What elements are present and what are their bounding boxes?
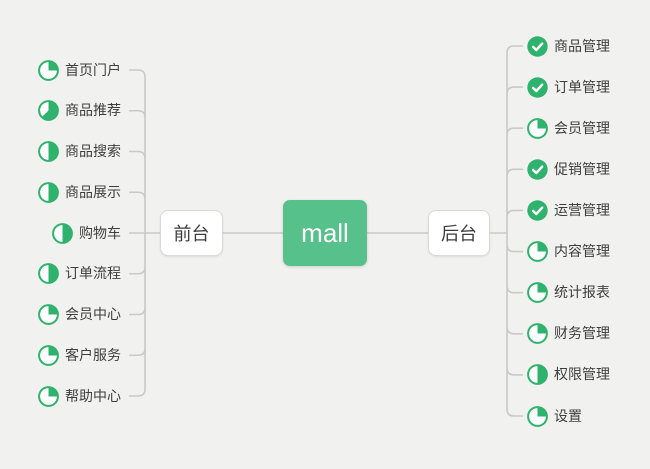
topic-item[interactable]: 客户服务 (38, 344, 121, 366)
topic-item[interactable]: 统计报表 (527, 282, 610, 304)
pie-progress-icon (38, 181, 59, 203)
pie-progress-icon (38, 100, 59, 122)
topic-item[interactable]: 运营管理 (527, 200, 610, 221)
topic-label: 统计报表 (554, 284, 610, 301)
topic-label: 设置 (554, 407, 582, 424)
pie-progress-icon (527, 405, 548, 427)
branch-label-frontend: 前台 (173, 224, 210, 244)
topic-label: 商品推荐 (65, 102, 121, 119)
topic-label: 订单流程 (65, 265, 121, 282)
topic-label: 购物车 (79, 224, 121, 241)
topic-item[interactable]: 订单管理 (527, 76, 610, 98)
topic-item[interactable]: 首页门户 (38, 59, 121, 81)
topic-label: 会员中心 (65, 306, 121, 322)
topic-label: 促销管理 (554, 160, 610, 177)
pie-progress-icon (52, 222, 73, 244)
branch-node-frontend[interactable]: 前台 (160, 210, 223, 256)
topic-label: 首页门户 (65, 61, 121, 78)
topic-label: 客户服务 (65, 346, 121, 363)
topic-label: 订单管理 (554, 78, 610, 95)
topic-item[interactable]: 商品展示 (38, 181, 121, 203)
root-node-mall[interactable]: mall (283, 200, 367, 266)
pie-progress-icon (38, 385, 59, 407)
topic-item[interactable]: 商品搜索 (38, 141, 121, 162)
topic-item[interactable]: 商品管理 (527, 35, 610, 57)
topic-item[interactable]: 会员管理 (527, 117, 610, 139)
pie-progress-icon (527, 241, 548, 262)
topic-item[interactable]: 设置 (527, 405, 582, 427)
branch-label-backend: 后台 (441, 224, 477, 244)
pie-progress-icon (38, 263, 59, 285)
check-circle-icon (527, 200, 548, 221)
topic-item[interactable]: 会员中心 (38, 304, 121, 325)
topic-label: 商品展示 (65, 183, 121, 200)
root-label: mall (301, 217, 349, 248)
pie-progress-icon (38, 141, 59, 162)
topic-label: 帮助中心 (65, 387, 121, 404)
topic-label: 财务管理 (554, 325, 610, 342)
pie-progress-icon (527, 117, 548, 139)
pie-progress-icon (527, 323, 548, 345)
topic-label: 内容管理 (554, 243, 610, 260)
topic-label: 会员管理 (554, 119, 610, 136)
pie-progress-icon (38, 59, 59, 81)
topic-item[interactable]: 内容管理 (527, 241, 610, 262)
topic-label: 权限管理 (554, 366, 610, 383)
pie-progress-icon (38, 304, 59, 325)
topic-label: 商品管理 (554, 37, 610, 54)
branch-node-backend[interactable]: 后台 (428, 210, 490, 256)
topic-item[interactable]: 权限管理 (527, 364, 610, 386)
topic-item[interactable]: 促销管理 (527, 159, 610, 180)
topic-item[interactable]: 购物车 (52, 222, 121, 244)
pie-progress-icon (38, 344, 59, 366)
check-circle-icon (527, 35, 548, 57)
check-circle-icon (527, 159, 548, 180)
pie-progress-icon (527, 282, 548, 304)
topic-item[interactable]: 帮助中心 (38, 385, 121, 407)
topic-label: 运营管理 (554, 201, 610, 218)
topic-item[interactable]: 订单流程 (38, 263, 121, 285)
pie-progress-icon (527, 364, 548, 386)
topic-item[interactable]: 商品推荐 (38, 100, 121, 122)
topic-item[interactable]: 财务管理 (527, 323, 610, 345)
topic-label: 商品搜索 (65, 143, 121, 159)
check-circle-icon (527, 76, 548, 98)
